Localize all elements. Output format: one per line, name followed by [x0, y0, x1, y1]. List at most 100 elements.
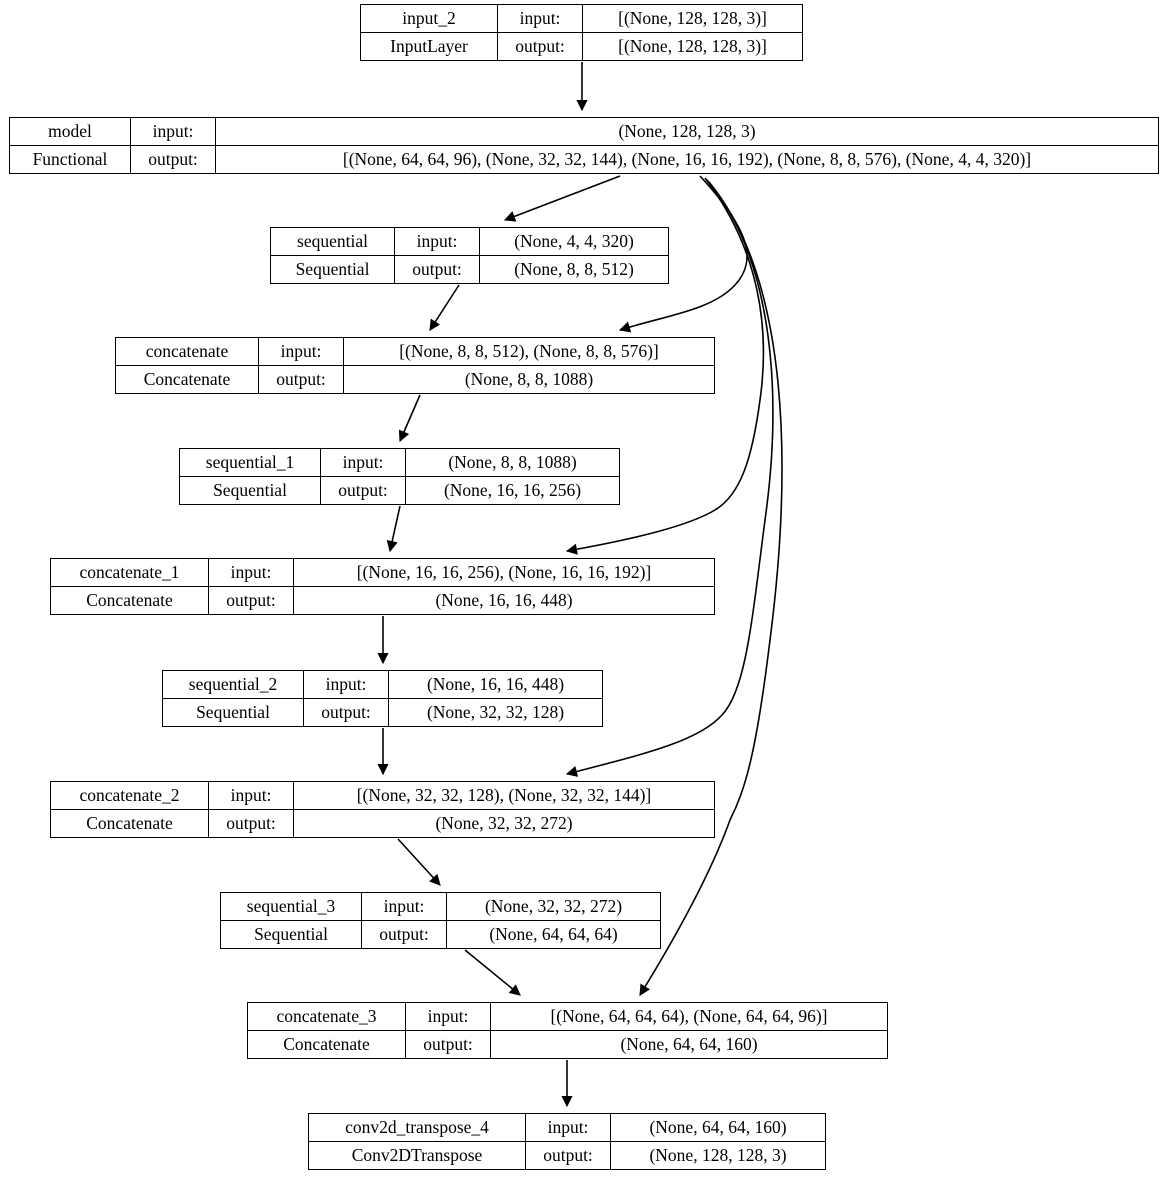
node-row-input: sequential_1 input: (None, 8, 8, 1088): [180, 449, 619, 477]
node-row-output: Sequential output: (None, 64, 64, 64): [221, 921, 660, 948]
node-sequential-output-shape: (None, 8, 8, 512): [514, 258, 634, 279]
node-concatenate_3-output-shape: (None, 64, 64, 160): [620, 1033, 758, 1054]
node-sequential_1-output-label: output:: [321, 477, 406, 504]
node-row-input: conv2d_transpose_4 input: (None, 64, 64,…: [309, 1114, 825, 1142]
node-input_2-output-shape: [(None, 128, 128, 3)]: [618, 35, 767, 56]
edge-model-to-sequential: [503, 175, 621, 222]
node-concatenate_2-input-shape: [(None, 32, 32, 128), (None, 32, 32, 144…: [356, 784, 652, 805]
node-row-input: sequential_2 input: (None, 16, 16, 448): [163, 671, 602, 699]
node-concatenate_1-output-label: output:: [209, 587, 294, 614]
node-sequential_1-input-label: input:: [321, 449, 406, 476]
node-sequential_2-name: sequential_2: [163, 671, 304, 698]
node-sequential_2-input-shape: (None, 16, 16, 448): [426, 673, 565, 694]
node-conv2d_transpose_4-input-label: input:: [526, 1114, 611, 1141]
node-row-input: input_2 input: [(None, 128, 128, 3)]: [361, 5, 802, 33]
node-sequential_3-output-label: output:: [362, 921, 447, 948]
node-concatenate-class: Concatenate: [116, 366, 259, 393]
node-row-output: InputLayer output: [(None, 128, 128, 3)]: [361, 33, 802, 60]
node-row-output: Sequential output: (None, 32, 32, 128): [163, 699, 602, 726]
node-sequential_1[interactable]: sequential_1 input: (None, 8, 8, 1088) S…: [179, 448, 620, 505]
node-sequential_2-class: Sequential: [163, 699, 304, 726]
node-concatenate_2-input-label: input:: [209, 782, 294, 809]
edge-sequential-to-concatenate: [429, 284, 460, 331]
node-sequential-class: Sequential: [271, 256, 395, 283]
node-sequential_3[interactable]: sequential_3 input: (None, 32, 32, 272) …: [220, 892, 661, 949]
node-concatenate_3-input-shape: [(None, 64, 64, 64), (None, 64, 64, 96)]: [550, 1005, 828, 1026]
node-conv2d_transpose_4-class: Conv2DTranspose: [309, 1142, 526, 1169]
node-concatenate_3-input-label: input:: [406, 1003, 491, 1030]
node-concatenate-input-shape: [(None, 8, 8, 512), (None, 8, 8, 576)]: [399, 340, 659, 361]
node-row-output: Concatenate output: (None, 16, 16, 448): [51, 587, 714, 614]
node-conv2d_transpose_4-output-label: output:: [526, 1142, 611, 1169]
node-sequential[interactable]: sequential input: (None, 4, 4, 320) Sequ…: [270, 227, 669, 284]
node-concatenate_1-input-label: input:: [209, 559, 294, 586]
node-concatenate_3[interactable]: concatenate_3 input: [(None, 64, 64, 64)…: [247, 1002, 888, 1059]
node-row-output: Sequential output: (None, 16, 16, 256): [180, 477, 619, 504]
node-concatenate_2-name: concatenate_2: [51, 782, 209, 809]
node-model-input-shape: (None, 128, 128, 3): [618, 120, 756, 141]
node-row-output: Concatenate output: (None, 64, 64, 160): [248, 1031, 887, 1058]
node-sequential-input-label: input:: [395, 228, 480, 255]
node-sequential_2-output-shape: (None, 32, 32, 128): [426, 701, 565, 722]
edge-sequential1-to-concatenate1: [386, 505, 401, 553]
node-concatenate-name: concatenate: [116, 338, 259, 365]
node-row-output: Sequential output: (None, 8, 8, 512): [271, 256, 668, 283]
node-sequential-input-shape: (None, 4, 4, 320): [514, 230, 634, 251]
node-input_2-input-label: input:: [498, 5, 583, 32]
node-concatenate[interactable]: concatenate input: [(None, 8, 8, 512), (…: [115, 337, 715, 394]
node-concatenate-output-label: output:: [259, 366, 344, 393]
node-model-output-shape: [(None, 64, 64, 96), (None, 32, 32, 144)…: [342, 148, 1032, 169]
node-sequential_1-class: Sequential: [180, 477, 321, 504]
node-model-input-label: input:: [131, 118, 216, 145]
node-sequential_3-input-label: input:: [362, 893, 447, 920]
node-sequential_1-input-shape: (None, 8, 8, 1088): [448, 451, 577, 472]
node-model[interactable]: model input: (None, 128, 128, 3) Functio…: [9, 117, 1159, 174]
node-concatenate_1-input-shape: [(None, 16, 16, 256), (None, 16, 16, 192…: [356, 561, 652, 582]
node-sequential_2-input-label: input:: [304, 671, 389, 698]
node-concatenate_3-name: concatenate_3: [248, 1003, 406, 1030]
node-row-input: concatenate input: [(None, 8, 8, 512), (…: [116, 338, 714, 366]
node-sequential_2[interactable]: sequential_2 input: (None, 16, 16, 448) …: [162, 670, 603, 727]
node-row-input: concatenate_2 input: [(None, 32, 32, 128…: [51, 782, 714, 810]
node-sequential_3-output-shape: (None, 64, 64, 64): [489, 923, 618, 944]
node-conv2d_transpose_4-input-shape: (None, 64, 64, 160): [649, 1116, 787, 1137]
node-row-input: sequential_3 input: (None, 32, 32, 272): [221, 893, 660, 921]
node-input_2-output-label: output:: [498, 33, 583, 60]
edge-concatenate-to-sequential1: [398, 394, 421, 443]
node-sequential-name: sequential: [271, 228, 395, 255]
node-row-input: sequential input: (None, 4, 4, 320): [271, 228, 668, 256]
node-concatenate_2[interactable]: concatenate_2 input: [(None, 32, 32, 128…: [50, 781, 715, 838]
node-model-name: model: [10, 118, 131, 145]
edge-concatenate2-to-sequential3: [397, 838, 441, 886]
node-sequential_2-output-label: output:: [304, 699, 389, 726]
node-concatenate_2-class: Concatenate: [51, 810, 209, 837]
node-sequential_3-name: sequential_3: [221, 893, 362, 920]
node-row-input: model input: (None, 128, 128, 3): [10, 118, 1158, 146]
node-conv2d_transpose_4-name: conv2d_transpose_4: [309, 1114, 526, 1141]
node-sequential_3-input-shape: (None, 32, 32, 272): [484, 895, 623, 916]
node-sequential_1-output-shape: (None, 16, 16, 256): [443, 479, 582, 500]
node-sequential-output-label: output:: [395, 256, 480, 283]
node-model-output-label: output:: [131, 146, 216, 173]
node-conv2d_transpose_4[interactable]: conv2d_transpose_4 input: (None, 64, 64,…: [308, 1113, 826, 1170]
node-model-class: Functional: [10, 146, 131, 173]
node-concatenate_1-output-shape: (None, 16, 16, 448): [435, 589, 573, 610]
node-input_2-input-shape: [(None, 128, 128, 3)]: [618, 7, 767, 28]
node-row-input: concatenate_3 input: [(None, 64, 64, 64)…: [248, 1003, 887, 1031]
node-input_2-name: input_2: [361, 5, 498, 32]
node-row-output: Conv2DTranspose output: (None, 128, 128,…: [309, 1142, 825, 1169]
node-input_2[interactable]: input_2 input: [(None, 128, 128, 3)] Inp…: [360, 4, 803, 61]
node-sequential_1-name: sequential_1: [180, 449, 321, 476]
node-concatenate_3-output-label: output:: [406, 1031, 491, 1058]
edge-sequential3-to-concatenate3: [464, 949, 521, 996]
node-concatenate-input-label: input:: [259, 338, 344, 365]
node-concatenate_2-output-label: output:: [209, 810, 294, 837]
node-row-output: Functional output: [(None, 64, 64, 96), …: [10, 146, 1158, 173]
node-input_2-class: InputLayer: [361, 33, 498, 60]
node-concatenate_1-name: concatenate_1: [51, 559, 209, 586]
node-row-output: Concatenate output: (None, 8, 8, 1088): [116, 366, 714, 393]
node-concatenate_1[interactable]: concatenate_1 input: [(None, 16, 16, 256…: [50, 558, 715, 615]
node-row-output: Concatenate output: (None, 32, 32, 272): [51, 810, 714, 837]
node-concatenate_3-class: Concatenate: [248, 1031, 406, 1058]
